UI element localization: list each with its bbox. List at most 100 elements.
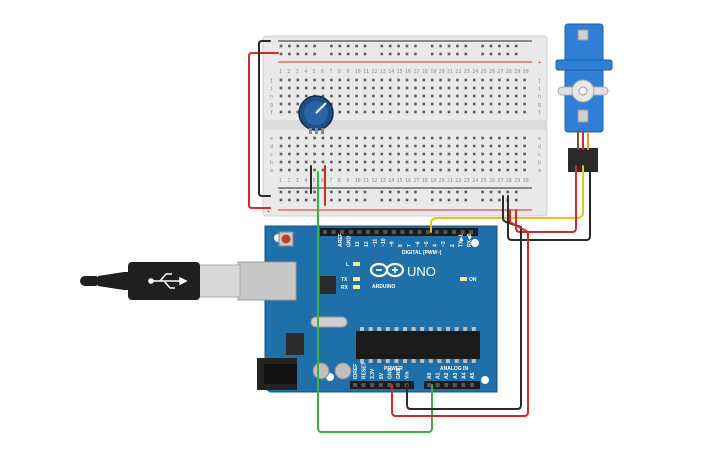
terminal-hole[interactable] xyxy=(464,110,468,114)
terminal-hole[interactable] xyxy=(523,110,526,114)
terminal-hole[interactable] xyxy=(355,110,358,114)
terminal-hole[interactable] xyxy=(464,160,468,164)
wire-green-pot-a0[interactable] xyxy=(317,171,433,433)
terminal-hole[interactable] xyxy=(506,102,510,106)
terminal-hole[interactable] xyxy=(489,144,493,148)
rail-hole[interactable] xyxy=(447,198,451,202)
rail-hole[interactable] xyxy=(330,52,333,56)
terminal-hole[interactable] xyxy=(498,152,501,156)
rail-hole[interactable] xyxy=(346,44,350,48)
terminal-hole[interactable] xyxy=(338,136,342,140)
rail-hole[interactable] xyxy=(514,52,518,56)
wire-black-left-rail[interactable] xyxy=(258,40,271,197)
terminal-hole[interactable] xyxy=(288,152,291,156)
analog-pin-socket[interactable] xyxy=(461,383,466,387)
rail-hole[interactable] xyxy=(330,198,333,202)
terminal-hole[interactable] xyxy=(514,136,518,140)
terminal-hole[interactable] xyxy=(456,86,459,90)
terminal-hole[interactable] xyxy=(422,78,426,82)
power-pin-socket[interactable] xyxy=(370,383,375,387)
terminal-hole[interactable] xyxy=(489,168,493,172)
terminal-hole[interactable] xyxy=(464,144,468,148)
terminal-hole[interactable] xyxy=(489,110,493,114)
terminal-hole[interactable] xyxy=(498,110,501,114)
terminal-hole[interactable] xyxy=(288,94,291,98)
terminal-hole[interactable] xyxy=(321,152,325,156)
terminal-hole[interactable] xyxy=(397,110,400,114)
terminal-hole[interactable] xyxy=(355,168,358,172)
terminal-hole[interactable] xyxy=(430,78,434,82)
terminal-hole[interactable] xyxy=(372,86,375,90)
terminal-hole[interactable] xyxy=(330,152,333,156)
rail-hole[interactable] xyxy=(506,52,510,56)
rail-hole[interactable] xyxy=(439,44,442,48)
terminal-hole[interactable] xyxy=(397,152,400,156)
terminal-hole[interactable] xyxy=(456,102,459,106)
rail-hole[interactable] xyxy=(397,190,400,194)
terminal-hole[interactable] xyxy=(288,102,291,106)
rail-hole[interactable] xyxy=(380,44,384,48)
terminal-hole[interactable] xyxy=(338,160,342,164)
digital-pin-socket[interactable] xyxy=(417,230,422,234)
rail-hole[interactable] xyxy=(430,198,434,202)
terminal-hole[interactable] xyxy=(472,94,476,98)
terminal-hole[interactable] xyxy=(439,78,442,82)
terminal-hole[interactable] xyxy=(388,168,392,172)
rail-hole[interactable] xyxy=(498,190,501,194)
micro-servo[interactable] xyxy=(555,23,613,172)
rail-hole[interactable] xyxy=(296,190,300,194)
rail-hole[interactable] xyxy=(346,190,350,194)
terminal-hole[interactable] xyxy=(464,102,468,106)
rail-hole[interactable] xyxy=(288,198,291,202)
terminal-hole[interactable] xyxy=(506,86,510,90)
rail-hole[interactable] xyxy=(481,198,484,202)
terminal-hole[interactable] xyxy=(380,78,384,82)
terminal-hole[interactable] xyxy=(397,136,400,140)
terminal-hole[interactable] xyxy=(456,168,459,172)
terminal-hole[interactable] xyxy=(506,144,510,148)
terminal-hole[interactable] xyxy=(439,152,442,156)
terminal-hole[interactable] xyxy=(506,168,510,172)
terminal-hole[interactable] xyxy=(304,86,308,90)
terminal-hole[interactable] xyxy=(430,136,434,140)
rail-hole[interactable] xyxy=(288,190,291,194)
rail-hole[interactable] xyxy=(304,198,308,202)
terminal-hole[interactable] xyxy=(372,168,375,172)
rail-hole[interactable] xyxy=(355,198,358,202)
terminal-hole[interactable] xyxy=(430,94,434,98)
potentiometer[interactable] xyxy=(298,95,334,134)
terminal-hole[interactable] xyxy=(304,160,308,164)
terminal-hole[interactable] xyxy=(279,94,283,98)
rail-hole[interactable] xyxy=(346,52,350,56)
digital-pin-socket[interactable] xyxy=(443,230,448,234)
terminal-hole[interactable] xyxy=(372,110,375,114)
terminal-hole[interactable] xyxy=(489,94,493,98)
rail-hole[interactable] xyxy=(397,52,400,56)
wire-black-servo-gnd[interactable] xyxy=(507,165,591,241)
terminal-hole[interactable] xyxy=(296,136,300,140)
rail-hole[interactable] xyxy=(355,52,358,56)
terminal-hole[interactable] xyxy=(279,152,283,156)
terminal-hole[interactable] xyxy=(498,136,501,140)
analog-pin-socket[interactable] xyxy=(470,383,474,387)
rail-hole[interactable] xyxy=(313,190,316,194)
rail-hole[interactable] xyxy=(338,52,342,56)
wire-red-servo-vcc[interactable] xyxy=(515,165,577,233)
terminal-hole[interactable] xyxy=(430,144,434,148)
terminal-hole[interactable] xyxy=(414,110,417,114)
rail-hole[interactable] xyxy=(498,198,501,202)
terminal-hole[interactable] xyxy=(439,94,442,98)
terminal-hole[interactable] xyxy=(514,110,518,114)
terminal-hole[interactable] xyxy=(414,168,417,172)
terminal-hole[interactable] xyxy=(506,160,510,164)
terminal-hole[interactable] xyxy=(472,86,476,90)
terminal-hole[interactable] xyxy=(422,136,426,140)
digital-pin-socket[interactable] xyxy=(357,230,362,234)
rail-hole[interactable] xyxy=(330,190,333,194)
terminal-hole[interactable] xyxy=(498,144,501,148)
terminal-hole[interactable] xyxy=(372,136,375,140)
terminal-hole[interactable] xyxy=(388,136,392,140)
rail-hole[interactable] xyxy=(464,52,468,56)
terminal-hole[interactable] xyxy=(388,94,392,98)
terminal-hole[interactable] xyxy=(355,102,358,106)
